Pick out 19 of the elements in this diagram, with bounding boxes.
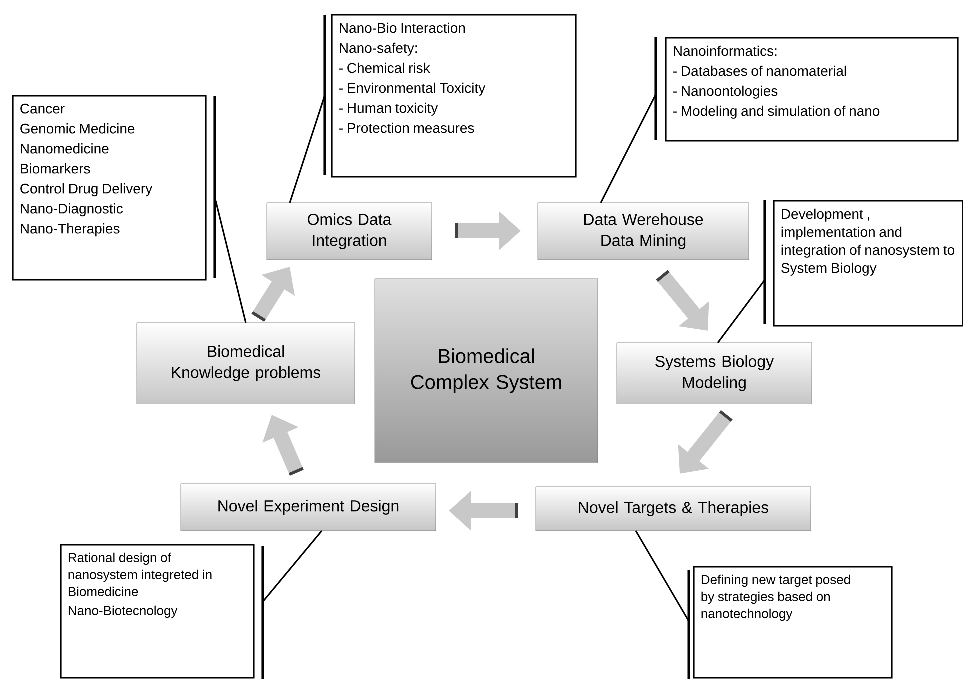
callout-box: Nanoinformatics: - Databases of nanomaterial - Nanoontologies - Modeling and simulation of nano — [665, 36, 959, 142]
leader-line — [717, 278, 767, 344]
callout-box: Nano-Bio Interaction Nano-safety: - Chemical risk - Environmental Toxicity - Human toxicity - Protection measures — [331, 14, 577, 178]
process-box: Omics Data Integration — [266, 202, 432, 260]
central-box: Biomedical Complex System — [374, 278, 598, 464]
leader-line — [600, 92, 658, 204]
process-box: Biomedical Knowledge problems — [136, 322, 356, 404]
leader-line — [263, 530, 323, 602]
process-box: Systems Biology Modeling — [616, 342, 812, 404]
process-box: Novel Experiment Design — [180, 484, 436, 532]
callout-box: Rational design of nanosystem integreted in Biomedicine Nano-Biotecnology — [60, 544, 255, 679]
callout-box: Cancer Genomic Medicine Nanomedicine Biomarkers Control Drug Delivery Nano-Diagnostic Nano-Therapies — [12, 95, 207, 281]
callout-box: Development , implementation and integration of nanosystem to System Biology — [773, 200, 963, 327]
leader-line — [635, 530, 691, 624]
callout-box: Defining new target posed by strategies based on nanotechnology — [693, 566, 893, 679]
process-box: Novel Targets & Therapies — [536, 486, 812, 532]
process-box: Data Werehouse Data Mining — [538, 202, 750, 260]
leader-line — [289, 92, 327, 204]
leader-line — [215, 200, 247, 324]
